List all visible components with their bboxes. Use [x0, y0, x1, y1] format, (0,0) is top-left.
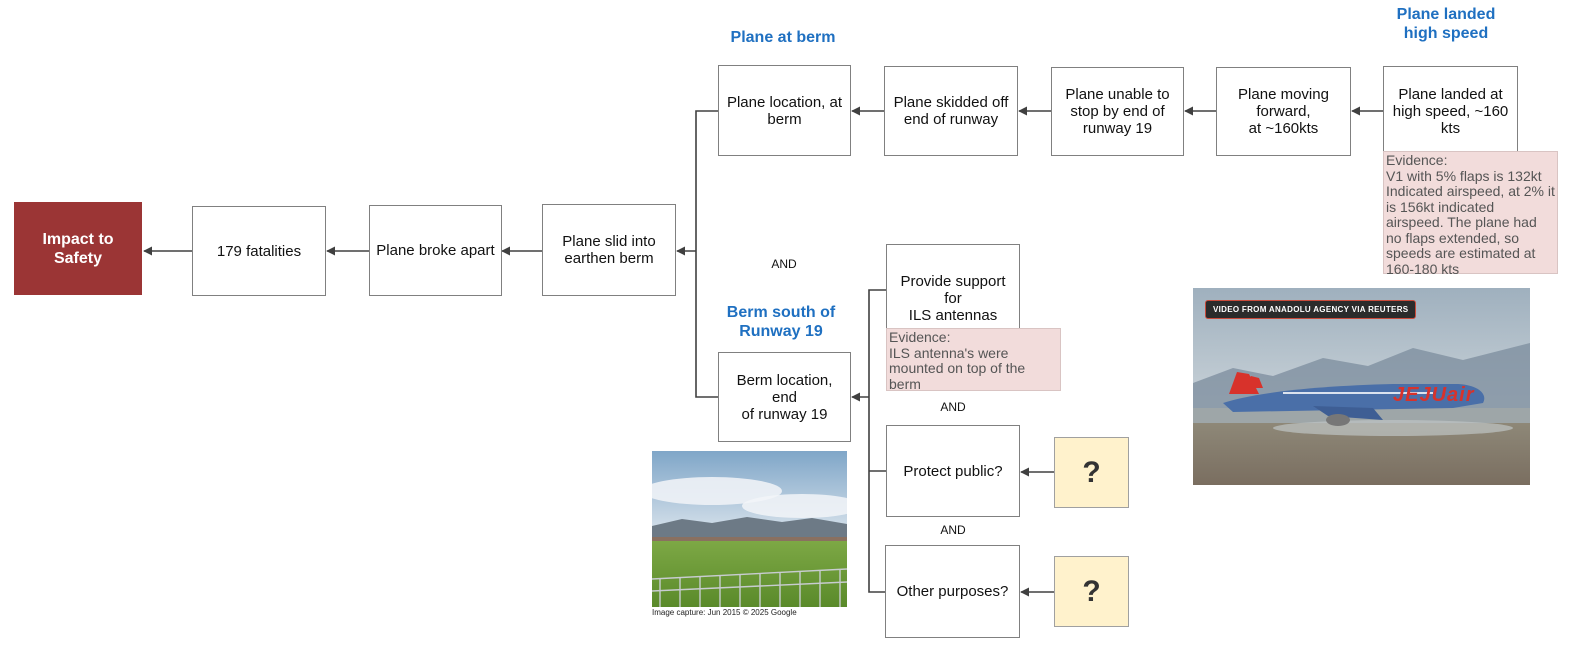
video-credit-tag: VIDEO FROM ANADOLU AGENCY VIA REUTERS	[1205, 300, 1417, 319]
node-plane-landed-at-high-speed: Plane landed at high speed, ~160 kts	[1383, 66, 1518, 156]
node-plane-skidded-off: Plane skidded off end of runway	[884, 66, 1018, 156]
branch-berm-purposes	[868, 289, 886, 593]
node-other-purposes: Other purposes?	[885, 545, 1020, 638]
heading-plane-landed-high-speed: Plane landed high speed	[1396, 6, 1496, 42]
node-plane-broke-apart: Plane broke apart	[369, 205, 502, 296]
and-label-protect-other: AND	[940, 523, 966, 537]
plane-landing-video-still: VIDEO FROM ANADOLU AGENCY VIA REUTERS JE…	[1193, 288, 1530, 485]
street-view-caption: Image capture: Jun 2015 © 2025 Google	[652, 608, 797, 617]
node-protect-public: Protect public?	[886, 425, 1020, 517]
and-label-plane-berm: AND	[771, 257, 797, 271]
node-impact-to-safety: Impact to Safety	[14, 202, 142, 295]
node-plane-slid-into-berm: Plane slid into earthen berm	[542, 204, 676, 296]
heading-plane-at-berm: Plane at berm	[730, 29, 836, 46]
node-question-other-purposes: ?	[1054, 556, 1129, 627]
evidence-speed: Evidence: V1 with 5% flaps is 132kt Indi…	[1383, 151, 1558, 276]
airline-logo: JEJUair	[1393, 384, 1475, 406]
node-question-protect-public: ?	[1054, 437, 1129, 508]
branch-slid-berm	[695, 110, 718, 398]
node-plane-moving-forward: Plane moving forward, at ~160kts	[1216, 67, 1351, 156]
node-plane-location-at-berm: Plane location, at berm	[718, 65, 851, 156]
and-label-ils-protect: AND	[940, 400, 966, 414]
node-berm-location: Berm location, end of runway 19	[718, 352, 851, 442]
node-plane-unable-to-stop: Plane unable to stop by end of runway 19	[1051, 67, 1184, 156]
evidence-ils: Evidence: ILS antenna's were mounted on …	[886, 328, 1061, 391]
heading-berm-south-of-runway: Berm south of Runway 19	[726, 304, 836, 340]
node-179-fatalities: 179 fatalities	[192, 206, 326, 296]
berm-street-view-photo	[652, 451, 847, 607]
node-provide-support-ils: Provide support for ILS antennas	[886, 244, 1020, 336]
